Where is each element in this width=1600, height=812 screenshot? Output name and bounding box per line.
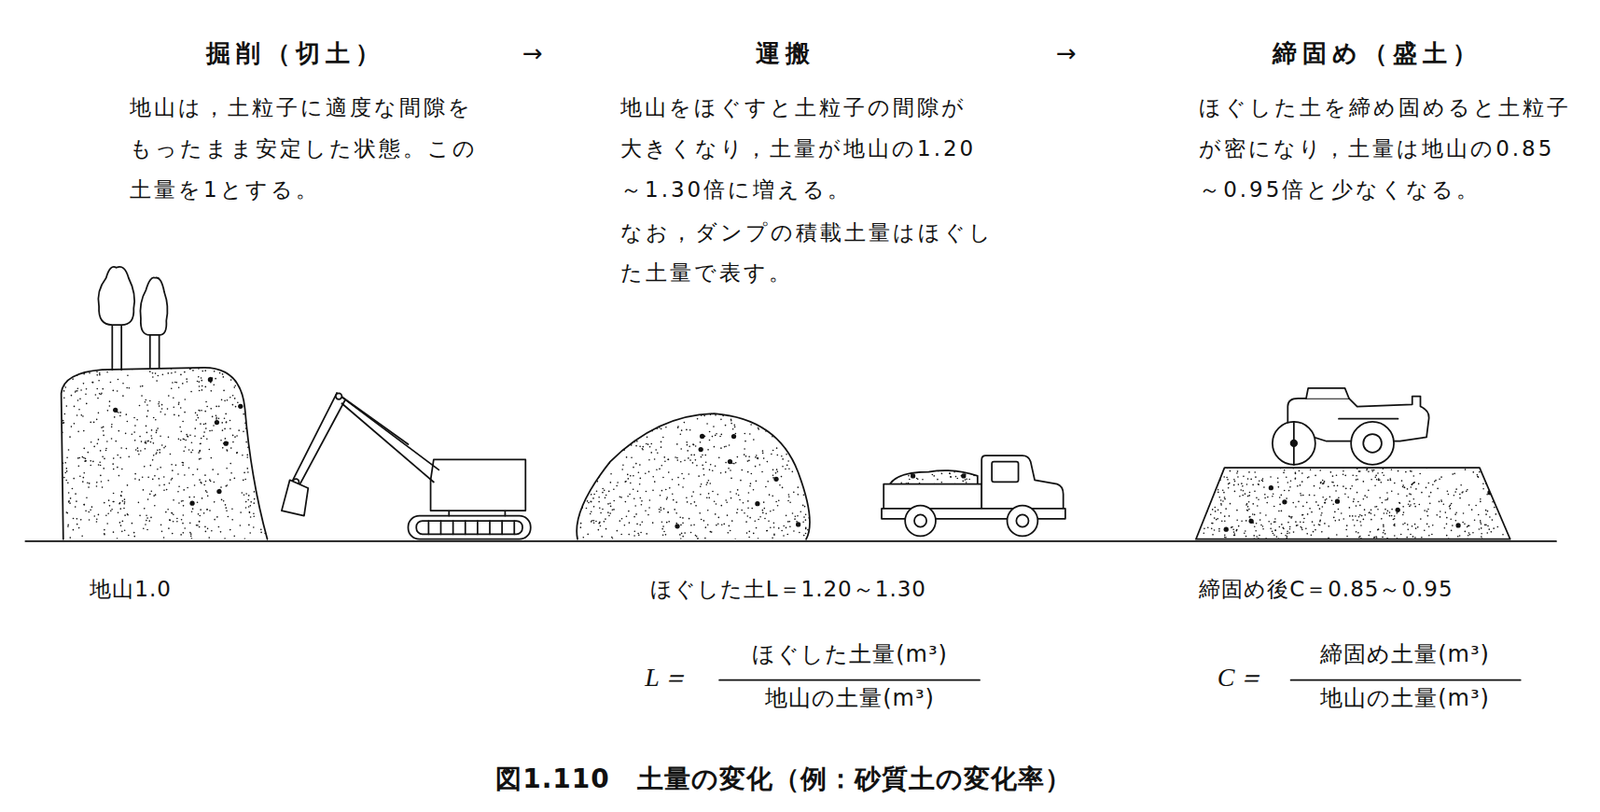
note-line: 地山は，土粒子に適度な間隙を (129, 87, 478, 129)
formula-symbol: C＝ (1217, 661, 1266, 694)
soil-stipple (60, 366, 268, 540)
flow-arrow: → (1056, 39, 1077, 69)
fraction-bar (1291, 679, 1521, 682)
soil-stipple (570, 413, 817, 541)
excavator-symbol (281, 392, 531, 539)
soil-stipple (60, 366, 1511, 540)
fraction-numerator: ほぐした土量(m³) (751, 640, 948, 668)
fraction-numerator: 締固め土量(m³) (1320, 640, 1490, 668)
note-line: ほぐした土を締め固めると土粒子 (1198, 87, 1572, 129)
loosened-soil-pile (576, 413, 810, 540)
fraction-denominator: 地山の土量(m³) (1320, 684, 1490, 712)
note-line: 地山をほぐすと土粒子の間隙が (620, 87, 976, 129)
step-heading: 運搬 (755, 39, 816, 69)
soil-stipple (1196, 466, 1512, 540)
ground-line (25, 540, 1557, 543)
note-line: 大きくなり，土量が地山の1.20 (620, 128, 976, 170)
note-line: なお，ダンプの積載土量はほぐし (620, 212, 994, 254)
formula-symbol: L＝ (644, 661, 690, 694)
soil-stipple (888, 467, 980, 486)
natural-ground (61, 367, 268, 540)
step-heading: 掘削（切土） (206, 39, 386, 69)
fraction-denominator: 地山の土量(m³) (765, 684, 935, 712)
volume-ratio: ほぐした土L＝1.20～1.30 (650, 576, 927, 603)
flow-arrow: → (522, 39, 543, 69)
volume-ratio: 締固め後C＝0.85～0.95 (1198, 576, 1453, 603)
step-heading: 締固め（盛土） (1272, 39, 1483, 69)
step-note: なお，ダンプの積載土量はほぐした土量で表す。 (620, 212, 994, 295)
note-line: ～0.95倍と少なくなる。 (1198, 169, 1572, 211)
note-line: もったまま安定した状態。この (129, 128, 478, 170)
dump-truck-symbol (881, 455, 1066, 536)
volume-ratio: 地山1.0 (89, 576, 172, 603)
step-note: ほぐした土を締め固めると土粒子が密になり，土量は地山の0.85～0.95倍と少な… (1198, 87, 1572, 211)
note-line: が密になり，土量は地山の0.85 (1198, 128, 1572, 170)
note-line: ～1.30倍に増える。 (620, 169, 976, 211)
step-note: 地山をほぐすと土粒子の間隙が大きくなり，土量が地山の1.20～1.30倍に増える… (620, 87, 976, 211)
note-line: た土量で表す。 (620, 252, 994, 294)
tree-symbol (97, 266, 167, 370)
note-line: 土量を1とする。 (129, 169, 478, 211)
compacted-embankment (1196, 467, 1511, 540)
fraction-bar (719, 679, 980, 682)
figure-caption: 図1.110 土量の変化（例：砂質土の変化率） (495, 763, 1072, 795)
step-note: 地山は，土粒子に適度な間隙をもったまま安定した状態。この土量を1とする。 (129, 87, 478, 211)
roller-symbol (1272, 388, 1430, 465)
